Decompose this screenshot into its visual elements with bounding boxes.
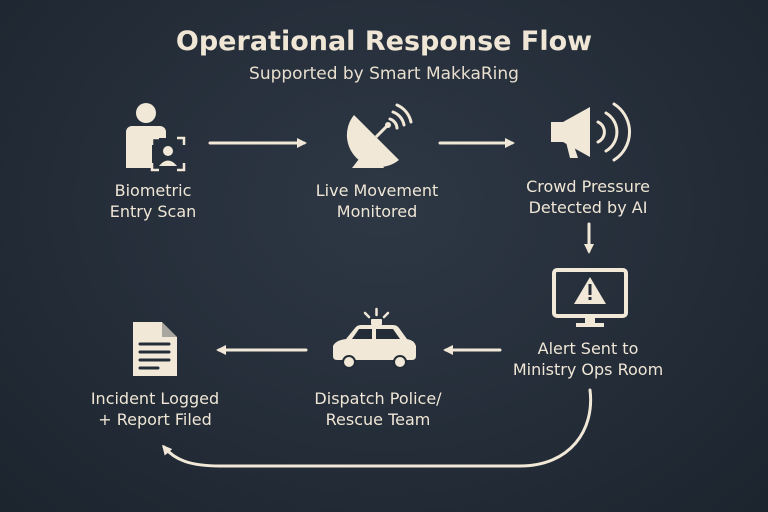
node-label-line: Ministry Ops Room: [512, 360, 664, 379]
document-icon: [133, 322, 177, 376]
node-label-crowd: Crowd Pressure Detected by AI: [513, 176, 663, 218]
node-label-dispatch: Dispatch Police/ Rescue Team: [303, 388, 453, 430]
node-label-line: Biometric: [114, 181, 192, 200]
satellite-dish-icon: [346, 103, 413, 168]
node-label-alert: Alert Sent to Ministry Ops Room: [503, 338, 673, 380]
page-subtitle: Supported by Smart MakkaRing: [249, 64, 519, 84]
node-label-line: + Report Filed: [98, 410, 212, 429]
node-label-line: Incident Logged: [90, 389, 220, 408]
node-label-line: Monitored: [336, 202, 418, 221]
node-label-line: Crowd Pressure: [526, 177, 650, 196]
person-face-scan-icon: [126, 103, 186, 172]
arrow-alert-loop-to-incident: [162, 388, 593, 468]
node-label-line: Dispatch Police/: [314, 389, 442, 408]
node-label-line: Entry Scan: [109, 202, 197, 221]
node-label-movement: Live Movement Monitored: [305, 180, 449, 222]
node-label-incident: Incident Logged + Report Filed: [80, 388, 230, 430]
node-label-biometric: Biometric Entry Scan: [103, 180, 203, 222]
monitor-warning-icon: [552, 268, 628, 327]
node-label-line: Alert Sent to: [537, 339, 639, 358]
node-label-line: Live Movement: [315, 181, 439, 200]
node-label-line: Rescue Team: [325, 410, 431, 429]
node-label-line: Detected by AI: [528, 198, 648, 217]
megaphone-icon: [551, 102, 632, 162]
police-car-icon: [333, 307, 416, 369]
page-title: Operational Response Flow: [175, 26, 593, 57]
